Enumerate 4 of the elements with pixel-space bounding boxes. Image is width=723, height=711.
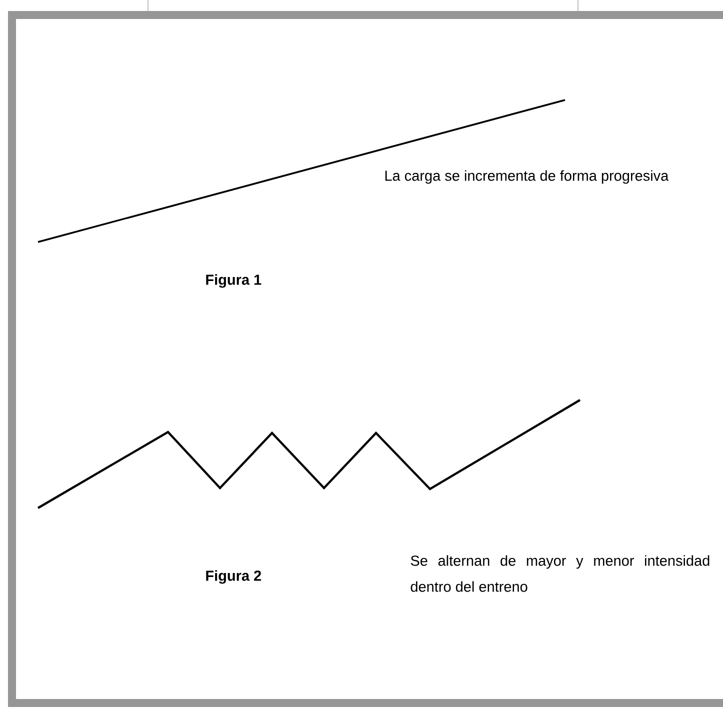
figure-label: Figura 1 <box>206 274 262 288</box>
figure-label: Figura 2 <box>206 570 262 584</box>
caption-text: La carga se incrementa de forma progresiva <box>385 170 669 184</box>
caption-text: Se alternan de mayor y menor intensidad dentro del entreno <box>410 555 710 592</box>
